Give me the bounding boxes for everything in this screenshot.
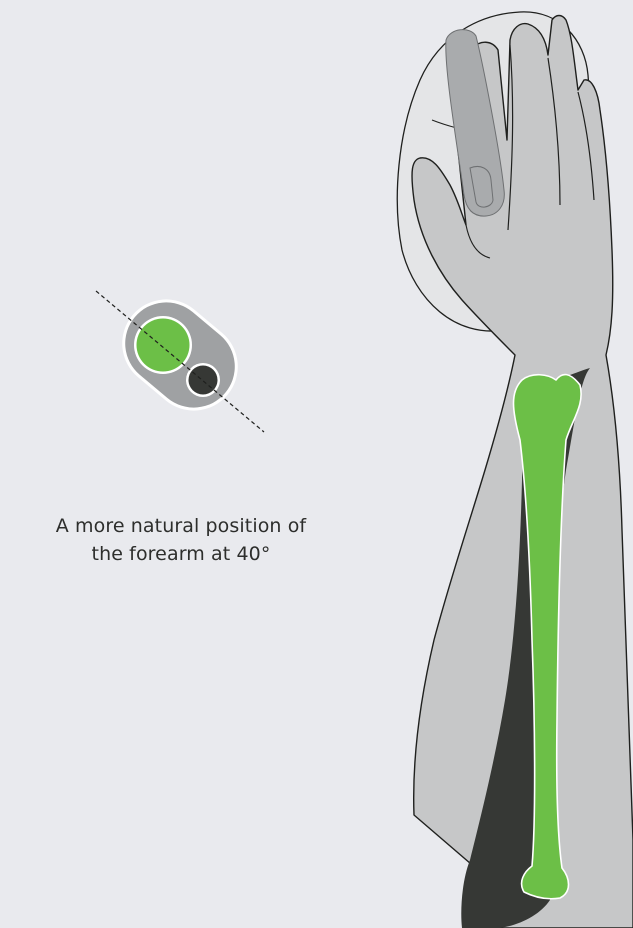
forearm-with-mouse-illustration bbox=[397, 12, 633, 928]
ulna-bone bbox=[189, 366, 218, 395]
forearm-cross-section-icon bbox=[96, 281, 264, 432]
caption-line-2: the forearm at 40° bbox=[0, 540, 362, 568]
caption-line-1: A more natural position of bbox=[0, 512, 362, 540]
caption: A more natural position of the forearm a… bbox=[0, 512, 362, 568]
